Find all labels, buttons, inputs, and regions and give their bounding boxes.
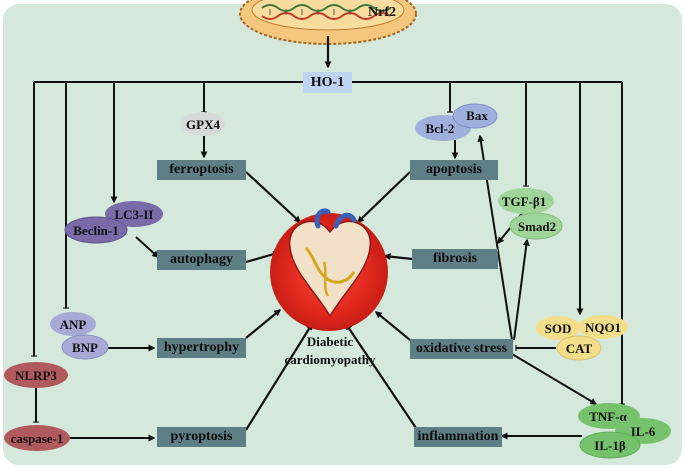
- arrow-ferroptosis-heart: [245, 171, 302, 223]
- anp-label: ANP: [60, 317, 87, 332]
- nlrp3-label: NLRP3: [15, 368, 57, 383]
- pyroptosis-box: pyroptosis: [157, 427, 246, 447]
- apoptosis-label: apoptosis: [425, 162, 483, 177]
- tgfb1-label: TGF-β1: [502, 194, 546, 209]
- beclin-label: Beclin-1: [73, 223, 119, 238]
- autophagy-label: autophagy: [169, 252, 234, 267]
- sod-node: [536, 316, 580, 340]
- arrow-pyroptosis-heart: [245, 322, 313, 431]
- oxidative-stress-label: oxidative stress: [415, 341, 508, 356]
- center-caption-line1: Diabetic: [306, 334, 354, 349]
- inhibit-autophagy-heart: [245, 250, 276, 264]
- smad2-label: Smad2: [518, 219, 556, 234]
- autophagy-box: autophagy: [157, 250, 246, 270]
- nqo1-node: [578, 315, 628, 339]
- ferroptosis-box: ferroptosis: [157, 160, 246, 180]
- lc3-label: LC3-II: [114, 207, 153, 222]
- arrow-apoptosis-heart: [356, 171, 411, 223]
- arrow-oxstress-tnfa: [511, 353, 598, 405]
- inflammation-box: inflammation: [414, 427, 502, 447]
- cat-label: CAT: [566, 341, 593, 356]
- bax-label: Bax: [466, 108, 488, 123]
- beclin-node: [64, 216, 128, 244]
- bax-node: [452, 103, 498, 129]
- ho1-label: HO-1: [310, 74, 345, 90]
- tgfb1-node: [498, 188, 554, 214]
- il1b-node: [579, 431, 641, 459]
- ho1-node: HO-1: [303, 72, 352, 93]
- bcl2-label: Bcl-2: [426, 121, 455, 136]
- nrf2-nucleus: [239, 0, 417, 45]
- apoptosis-box: apoptosis: [410, 160, 498, 180]
- bnp-label: BNP: [72, 340, 98, 355]
- center-caption-line2: cardiomyopathy: [284, 352, 376, 367]
- center-caption: Diabetic cardiomyopathy: [270, 333, 390, 369]
- tnfa-label: TNF-α: [589, 409, 627, 424]
- cat-node: [556, 335, 602, 361]
- arrow-beclin-autophagy: [135, 236, 160, 258]
- il1b-label: IL-1β: [594, 438, 626, 453]
- arrow-fibrosis-heart: [383, 253, 413, 261]
- caspase1-node: [4, 425, 70, 451]
- hypertrophy-label: hypertrophy: [163, 340, 240, 355]
- nlrp3-node: [4, 362, 68, 388]
- pyroptosis-label: pyroptosis: [170, 429, 233, 444]
- heart-illustration: [270, 208, 388, 331]
- arrow-inflammation-heart: [345, 322, 417, 429]
- nqo1-label: NQO1: [585, 320, 621, 335]
- hypertrophy-box: hypertrophy: [157, 338, 246, 358]
- sod-label: SOD: [545, 321, 572, 336]
- ferroptosis-label: ferroptosis: [169, 162, 234, 177]
- arrow-hypertrophy-heart: [245, 309, 282, 339]
- gpx4-node: [181, 112, 225, 136]
- gpx4-label: GPX4: [186, 117, 220, 132]
- inflammation-label: inflammation: [417, 429, 499, 444]
- oxidative-stress-box: oxidative stress: [410, 339, 513, 359]
- bnp-node: [61, 334, 109, 360]
- smad2-node: [509, 212, 563, 240]
- fibrosis-box: fibrosis: [412, 249, 498, 269]
- fibrosis-label: fibrosis: [432, 251, 478, 266]
- nrf2-label: Nrf2: [368, 5, 396, 20]
- arrow-oxstress-heart: [374, 311, 411, 341]
- lc3-node: [105, 201, 163, 227]
- il6-label: IL-6: [631, 424, 656, 439]
- arrow-oxstress-smad2: [513, 238, 530, 341]
- anp-node: [50, 312, 96, 336]
- caspase1-label: caspase-1: [11, 431, 64, 446]
